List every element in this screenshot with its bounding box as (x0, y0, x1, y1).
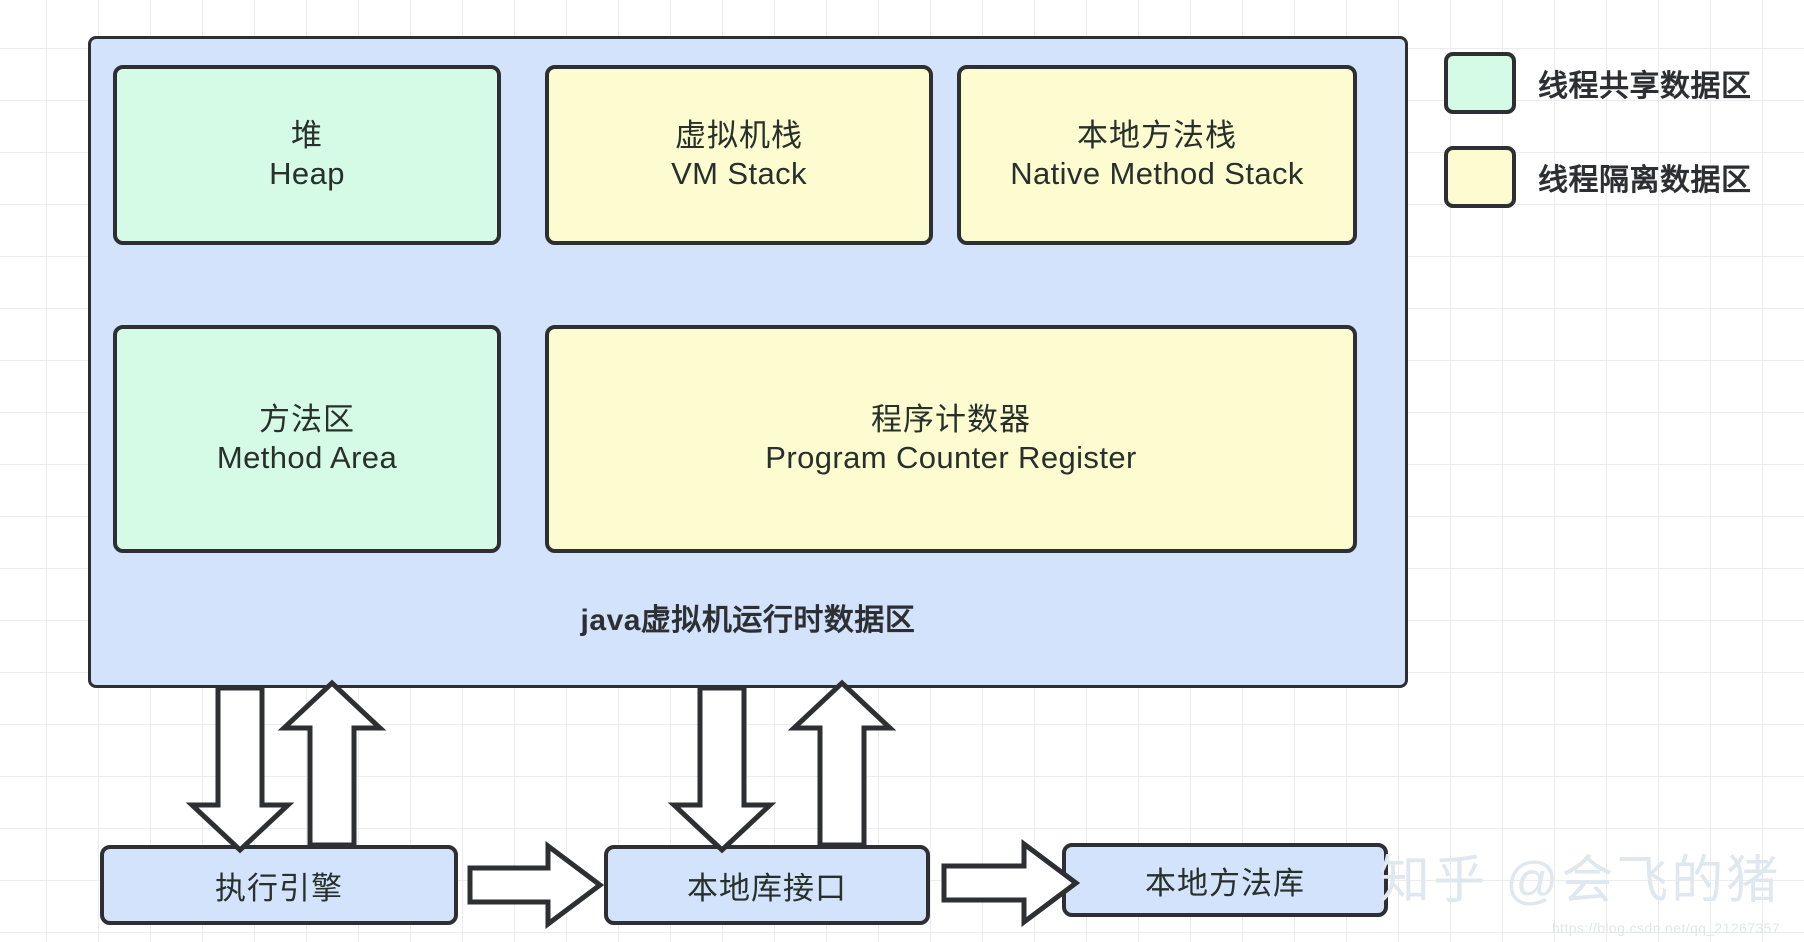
memory-region-native-method-stack: 本地方法栈 Native Method Stack (957, 65, 1357, 245)
legend-label-isolated: 线程隔离数据区 (1538, 164, 1752, 197)
memory-region-vm-stack: 虚拟机栈 VM Stack (545, 65, 933, 245)
legend-item-thread-shared: 线程共享数据区 (1444, 52, 1752, 114)
region-label-cn: 虚拟机栈 (675, 118, 803, 154)
legend-swatch-shared (1444, 52, 1516, 114)
region-label-en: Native Method Stack (1010, 156, 1304, 191)
region-label-cn: 本地方法栈 (1077, 118, 1237, 154)
node-label: 本地方法库 (1145, 865, 1305, 901)
node-label: 本地库接口 (687, 870, 847, 906)
legend-item-thread-isolated: 线程隔离数据区 (1444, 146, 1752, 208)
region-label-cn: 方法区 (259, 402, 355, 438)
region-label-en: Program Counter Register (765, 440, 1137, 475)
memory-region-program-counter-register: 程序计数器 Program Counter Register (545, 325, 1357, 553)
memory-region-heap: 堆 Heap (113, 65, 501, 245)
node-native-library-interface: 本地库接口 (604, 845, 930, 925)
arrow-right-interface-to-library (941, 839, 1081, 927)
watermark-url: https://blog.csdn.net/qq_21267357 (1552, 920, 1781, 936)
region-label-en: Heap (269, 156, 345, 191)
node-label: 执行引擎 (215, 870, 343, 906)
runtime-data-area-title: java虚拟机运行时数据区 (580, 604, 916, 637)
legend-swatch-isolated (1444, 146, 1516, 208)
region-label-en: VM Stack (671, 156, 807, 191)
node-execution-engine: 执行引擎 (100, 845, 458, 925)
arrow-up-middle (787, 679, 897, 848)
arrow-right-engine-to-interface (467, 841, 605, 929)
arrow-down-left (185, 685, 295, 854)
memory-region-method-area: 方法区 Method Area (113, 325, 501, 553)
jvm-runtime-data-area-container: 堆 Heap 虚拟机栈 VM Stack 本地方法栈 Native Method… (88, 36, 1408, 688)
arrow-down-middle (667, 685, 777, 854)
region-label-cn: 程序计数器 (871, 402, 1031, 438)
legend: 线程共享数据区 线程隔离数据区 (1444, 52, 1752, 240)
region-label-en: Method Area (216, 440, 398, 475)
region-label-cn: 堆 (291, 118, 323, 154)
arrow-up-left (277, 679, 387, 848)
watermark-text: 知乎 @会飞的猪 (1378, 852, 1782, 910)
node-native-method-library: 本地方法库 (1062, 843, 1388, 917)
legend-label-shared: 线程共享数据区 (1538, 70, 1752, 103)
